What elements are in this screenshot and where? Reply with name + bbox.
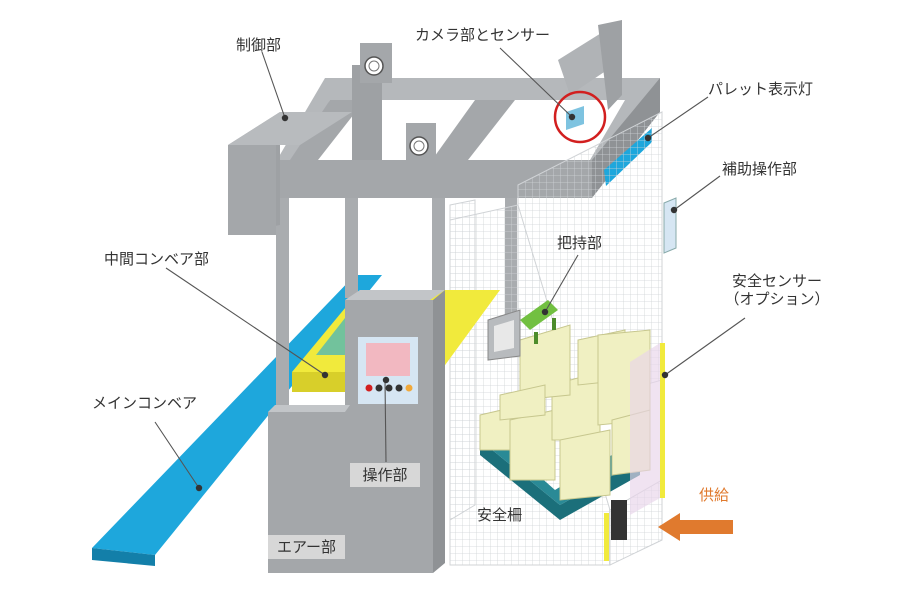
label-control: 制御部 xyxy=(236,36,282,54)
auxiliary-operation-panel xyxy=(663,197,677,254)
label-aux-operation: 補助操作部 xyxy=(722,160,798,178)
camera-left xyxy=(360,43,392,83)
main-conveyor xyxy=(92,275,382,566)
label-gripper: 把持部 xyxy=(557,234,603,252)
label-safety-sensor: 安全センサー （オプション） xyxy=(712,272,842,308)
label-middle-conveyor: 中間コンベア部 xyxy=(104,250,210,268)
label-main-conveyor: メインコンベア xyxy=(92,394,198,412)
label-safety-sensor-line2: （オプション） xyxy=(724,290,830,308)
safety-sensor xyxy=(604,343,665,561)
label-air: エアー部 xyxy=(268,535,345,559)
label-operation: 操作部 xyxy=(350,463,420,487)
label-safety-fence: 安全柵 xyxy=(477,506,523,524)
label-supply: 供給 xyxy=(699,486,730,504)
label-safety-sensor-line1: 安全センサー xyxy=(731,272,822,290)
label-camera-sensor: カメラ部とセンサー xyxy=(415,26,551,44)
leader-dots xyxy=(195,113,678,492)
operation-panel xyxy=(358,337,418,404)
camera-center xyxy=(406,123,436,161)
leader-lines xyxy=(154,47,746,489)
control-unit xyxy=(228,112,352,235)
operation-cabinet xyxy=(345,290,445,573)
supply-arrow xyxy=(658,513,733,541)
label-pallet-lamp: パレット表示灯 xyxy=(708,80,814,98)
